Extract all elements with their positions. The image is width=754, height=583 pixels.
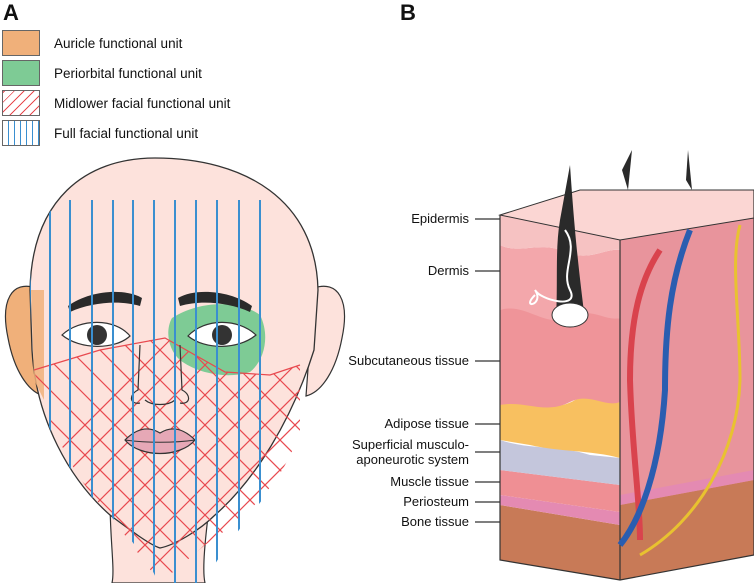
subcutaneous-layer <box>500 307 620 408</box>
vein <box>617 228 693 547</box>
left-eyebrow <box>68 291 142 312</box>
layer-label-periosteum: Periosteum <box>403 494 469 509</box>
periorbital-swatch <box>2 60 40 86</box>
artery <box>626 248 663 541</box>
legend-auricle: Auricle functional unit <box>2 29 182 57</box>
bone-layer <box>500 505 620 580</box>
smas-line2: aponeurotic system <box>356 452 469 467</box>
layer-label-smas: Superficial musculo- aponeurotic system <box>352 437 469 467</box>
smas-line1: Superficial musculo- <box>351 437 469 452</box>
smas-layer <box>500 440 620 485</box>
legend-periorbital: Periorbital functional unit <box>2 59 202 87</box>
layer-label-adipose: Adipose tissue <box>384 416 469 431</box>
legend-label: Auricle functional unit <box>54 35 183 51</box>
midlower-swatch <box>2 90 40 116</box>
panel-b-label: B <box>400 0 416 25</box>
nose <box>130 344 190 406</box>
auricle-swatch <box>2 30 40 56</box>
legend-label: Periorbital functional unit <box>54 65 202 81</box>
periosteum-layer <box>500 495 620 525</box>
legend-label: Full facial functional unit <box>54 125 199 141</box>
legend-full-facial: Full facial functional unit <box>2 119 198 147</box>
legend-label: Midlower facial functional unit <box>54 95 231 111</box>
panel-a-label: A <box>3 0 19 25</box>
legend-midlower: Midlower facial functional unit <box>2 89 230 117</box>
layer-label-subcutaneous: Subcutaneous tissue <box>348 353 469 368</box>
muscle-deep <box>500 470 620 512</box>
nerve <box>639 224 742 557</box>
layer-label-dermis: Dermis <box>427 263 469 278</box>
full-facial-swatch <box>2 120 40 146</box>
layer-label-epidermis: Epidermis <box>411 211 469 226</box>
layer-label-bone: Bone tissue <box>401 514 469 529</box>
adipose-layer <box>500 396 620 458</box>
layer-label-muscle: Muscle tissue <box>390 474 469 489</box>
